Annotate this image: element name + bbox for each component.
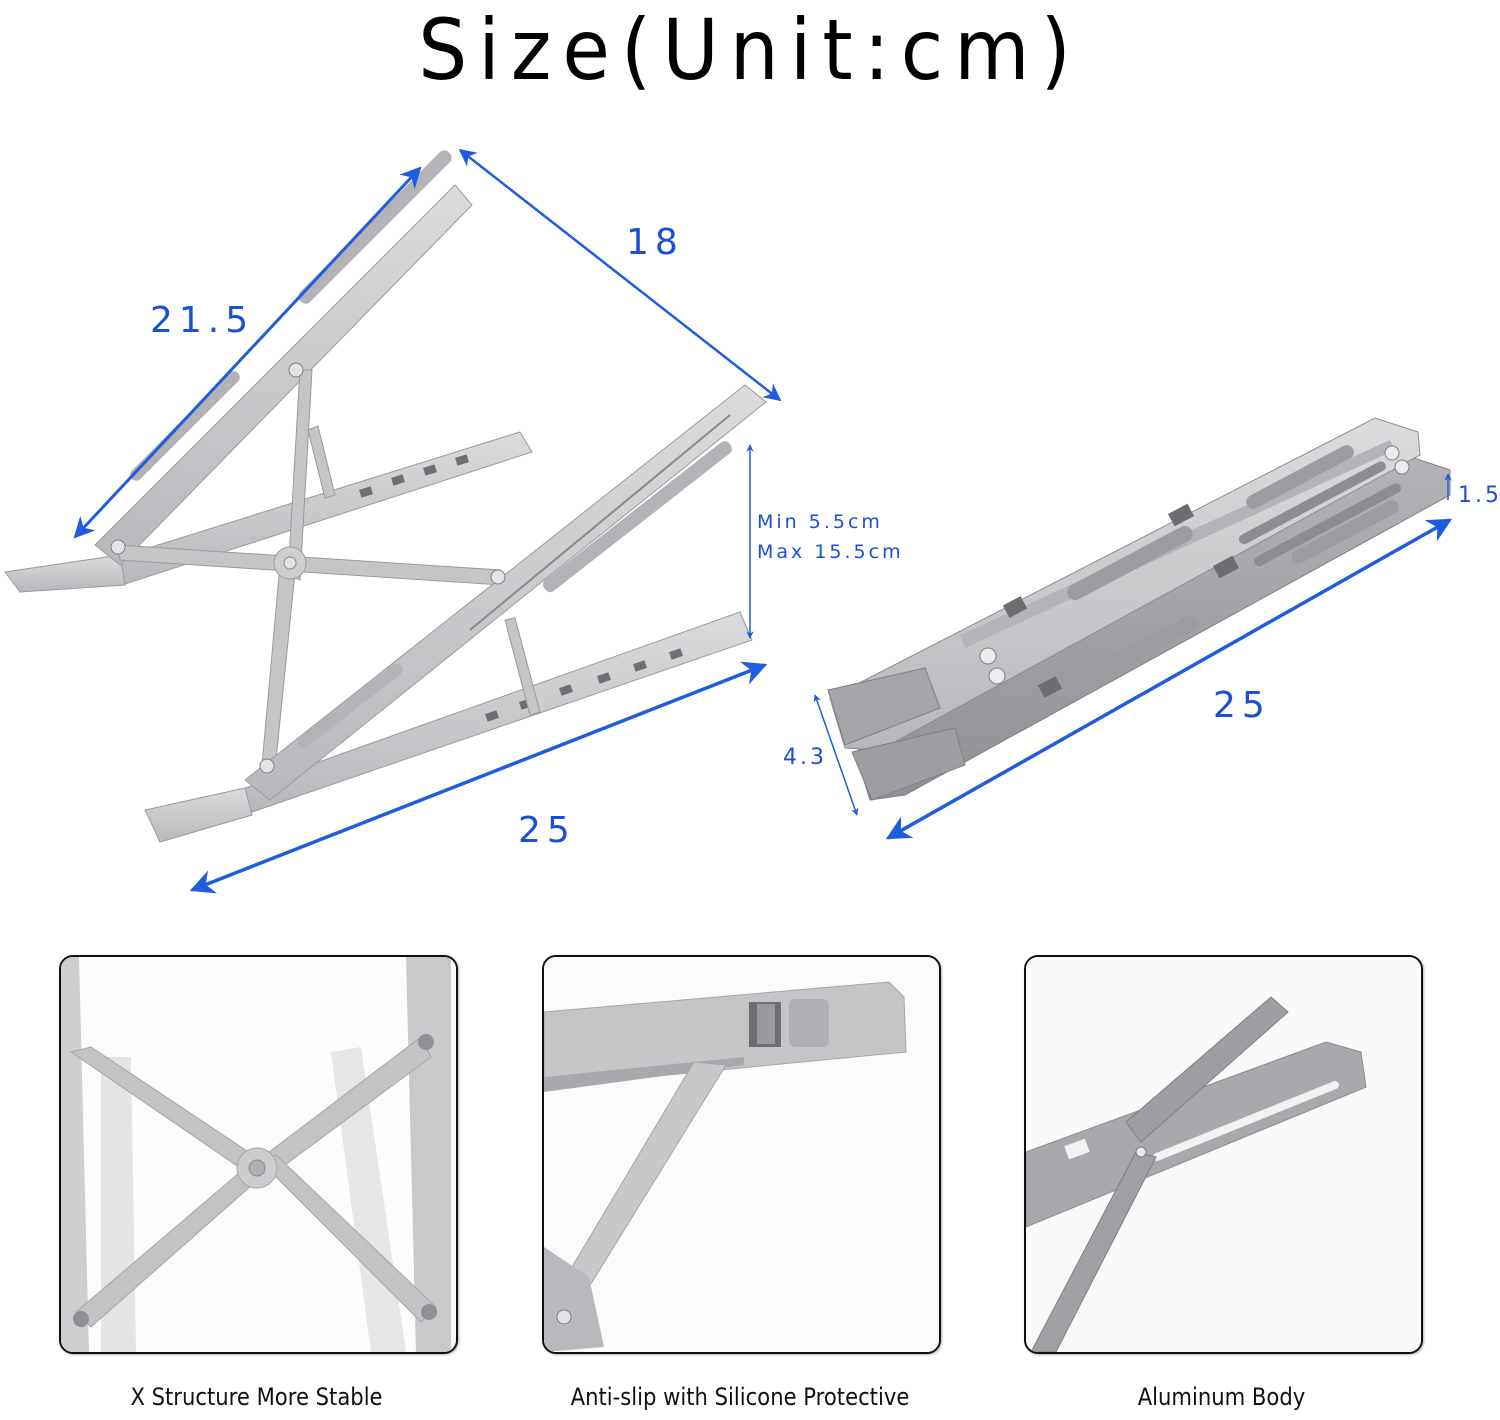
feature-panel-aluminum	[1024, 955, 1423, 1354]
silicone-pad-image	[544, 957, 939, 1352]
folded-thickness-label: 1.5	[1458, 483, 1500, 508]
dimension-diagram: 21.5 18 25 Min 5.5cm Max 15.5cm 25 4.3 1…	[0, 110, 1500, 940]
feature-panel-x-structure	[59, 955, 458, 1354]
feature-caption-silicone: Anti-slip with Silicone Protective	[570, 1383, 910, 1411]
feature-caption-aluminum: Aluminum Body	[1137, 1383, 1306, 1411]
base-length-label: 25	[518, 810, 576, 851]
feature-caption-x-structure: X Structure More Stable	[130, 1383, 383, 1411]
height-max-label: Max 15.5cm	[757, 541, 904, 563]
page-title: Size(Unit:cm)	[418, 1, 1082, 99]
height-range-label: Min 5.5cm Max 15.5cm	[757, 507, 904, 567]
stand-illustration	[4, 148, 1453, 894]
aluminum-body-image	[1026, 957, 1421, 1352]
x-structure-image	[61, 957, 456, 1352]
folded-length-label: 25	[1213, 685, 1271, 726]
height-min-label: Min 5.5cm	[757, 511, 883, 533]
arm-length-arrow	[73, 166, 422, 539]
folded-stand-dimension-arrows	[813, 473, 1453, 840]
folded-width-arrow	[813, 694, 859, 816]
feature-panel-silicone	[542, 955, 941, 1354]
arm-length-label: 21.5	[150, 300, 255, 341]
folded-stand	[827, 417, 1451, 801]
base-length-arrow	[189, 661, 768, 894]
open-stand-dimension-arrows	[73, 148, 782, 894]
folded-length-arrow	[885, 518, 1453, 840]
span-arrow	[458, 148, 782, 402]
span-label: 18	[626, 222, 684, 263]
folded-width-label: 4.3	[783, 745, 827, 770]
